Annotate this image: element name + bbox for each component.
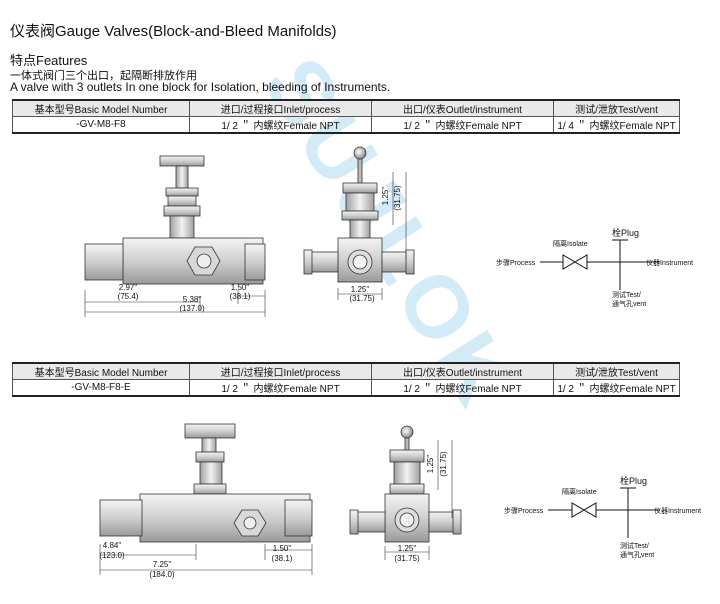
header-vent: 测试/泄放Test/vent bbox=[553, 99, 680, 117]
dim-label: (123.0) bbox=[99, 551, 125, 560]
features-line-cn: 一体式阀门三个出口，起隔断排放作用 bbox=[10, 70, 197, 82]
process-label: 步骤Process bbox=[496, 258, 536, 267]
cell-vent: 1/ 2 ＂ 内螺纹Female NPT bbox=[553, 379, 680, 397]
dim-label: (31.75) bbox=[349, 294, 375, 303]
cell-vent: 1/ 4 ＂ 内螺纹Female NPT bbox=[553, 116, 680, 134]
instrument-label: 仪器Instrument bbox=[654, 507, 701, 515]
dim-label: 1.50" bbox=[231, 283, 250, 292]
table-row: -GV-M8-F8-E 1/ 2 ＂ 内螺纹Female NPT 1/ 2 ＂ … bbox=[12, 379, 680, 397]
dim-label: (31.75) bbox=[394, 554, 420, 563]
dims-front-1 bbox=[84, 290, 266, 317]
plug-label: 栓Plug bbox=[620, 475, 647, 486]
valve-front-view-2 bbox=[99, 423, 313, 543]
dim-label: (38.1) bbox=[230, 292, 251, 301]
test-vent-label-2: 通气孔vent bbox=[612, 299, 646, 308]
header-model: 基本型号Basic Model Number bbox=[12, 362, 190, 380]
valve-front-view-1 bbox=[84, 155, 266, 285]
dims-side-2 bbox=[384, 440, 453, 560]
dim-labels-front-1: 2.97" (75.4) 5.38" (137.0) 1.50" (38.1) bbox=[118, 283, 251, 313]
schematic-labels-1: 栓Plug 隔离Isolate 步骤Process 仪器Instrument 测… bbox=[496, 227, 693, 308]
dim-label: 4.84" bbox=[103, 541, 122, 550]
valve-side-view-1 bbox=[303, 146, 415, 283]
header-inlet: 进口/过程接口Inlet/process bbox=[189, 99, 372, 117]
dim-label: 1.25" bbox=[351, 285, 370, 294]
dims-front-2 bbox=[99, 544, 313, 575]
cell-outlet: 1/ 2 ＂ 内螺纹Female NPT bbox=[371, 116, 554, 134]
dim-label: (184.0) bbox=[149, 570, 175, 579]
header-outlet: 出口/仪表Outlet/instrument bbox=[371, 99, 554, 117]
page-title: 仪表阀Gauge Valves(Block-and-Bleed Manifold… bbox=[10, 23, 337, 40]
flow-schematic-2 bbox=[548, 487, 660, 538]
features-heading: 特点Features bbox=[10, 53, 88, 68]
spec-table-header: 基本型号Basic Model Number 进口/过程接口Inlet/proc… bbox=[12, 99, 680, 117]
instrument-label: 仪器Instrument bbox=[646, 259, 693, 267]
dim-label: (75.4) bbox=[118, 292, 139, 301]
isolate-label: 隔离Isolate bbox=[553, 239, 588, 248]
dim-label: 2.97" bbox=[119, 283, 138, 292]
header-outlet: 出口/仪表Outlet/instrument bbox=[371, 362, 554, 380]
process-label: 步骤Process bbox=[504, 506, 544, 515]
dim-label: 7.25" bbox=[153, 560, 172, 569]
dim-labels-side-2: 1.25" (31.75) 1.25" (31.75) bbox=[394, 451, 448, 563]
spec-table-1: 基本型号Basic Model Number 进口/过程接口Inlet/proc… bbox=[12, 99, 680, 134]
header-vent: 测试/泄放Test/vent bbox=[553, 362, 680, 380]
valve-side-view-2 bbox=[349, 425, 462, 543]
header-model: 基本型号Basic Model Number bbox=[12, 99, 190, 117]
test-vent-label-2: 通气孔vent bbox=[620, 550, 654, 559]
cell-model: -GV-M8-F8-E bbox=[12, 379, 190, 397]
dim-labels-front-2: 4.84" (123.0) 7.25" (184.0) 1.50" (38.1) bbox=[99, 541, 292, 579]
dims-side-1 bbox=[337, 172, 407, 300]
features-line-en: A valve with 3 outlets In one block for … bbox=[10, 80, 391, 94]
spec-table-header: 基本型号Basic Model Number 进口/过程接口Inlet/proc… bbox=[12, 362, 680, 380]
table-row: -GV-M8-F8 1/ 2 ＂ 内螺纹Female NPT 1/ 2 ＂ 内螺… bbox=[12, 116, 680, 134]
dim-label: (38.1) bbox=[272, 554, 293, 563]
dim-label: (137.0) bbox=[179, 304, 205, 313]
spec-table-2: 基本型号Basic Model Number 进口/过程接口Inlet/proc… bbox=[12, 362, 680, 397]
test-vent-label: 测试Test/ bbox=[620, 541, 649, 550]
dim-label: (31.75) bbox=[393, 185, 402, 211]
plug-label: 栓Plug bbox=[612, 227, 639, 238]
dim-labels-side-1: 1.25" (31.75) 1.25" (31.75) bbox=[349, 185, 402, 303]
dim-label: 1.25" bbox=[426, 455, 435, 474]
dim-label: 5.38" bbox=[183, 295, 202, 304]
test-vent-label: 测试Test/ bbox=[612, 290, 641, 299]
dim-label: (31.75) bbox=[439, 451, 448, 477]
flow-schematic-1 bbox=[540, 239, 660, 290]
schematic-labels-2: 栓Plug 隔离Isolate 步骤Process 仪器Instrument 测… bbox=[504, 475, 701, 559]
dim-label: 1.50" bbox=[273, 544, 292, 553]
dim-label: 1.25" bbox=[381, 187, 390, 206]
isolate-label: 隔离Isolate bbox=[562, 487, 597, 496]
dim-label: 1.25" bbox=[398, 544, 417, 553]
